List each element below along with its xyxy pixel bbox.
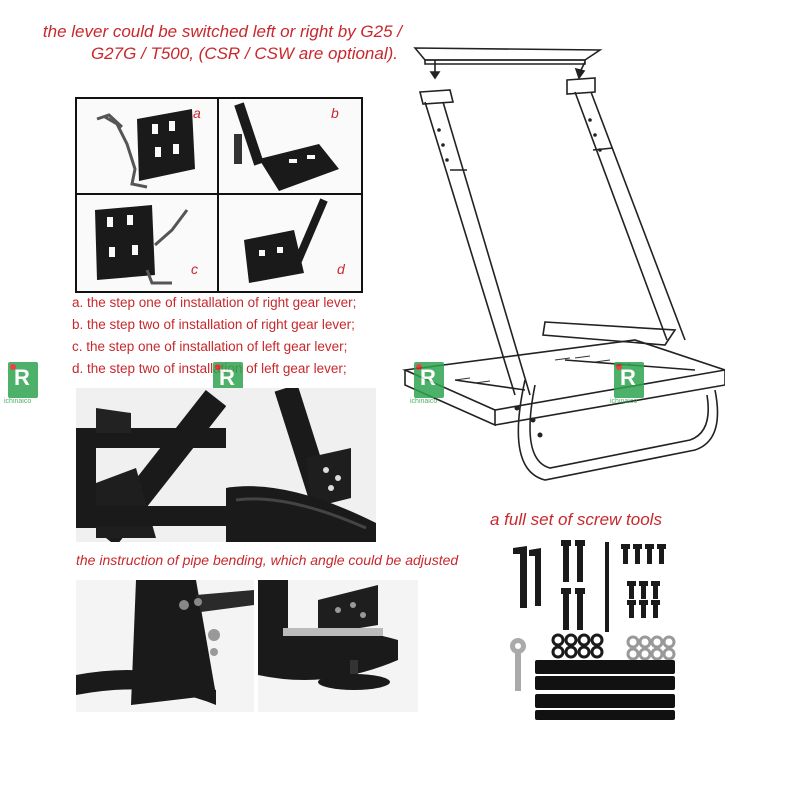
adjust-angle-photo-1-image: [76, 580, 254, 712]
panel-d-illustration: [244, 198, 328, 283]
panel-c-label: c: [191, 261, 198, 277]
panel-d-label: d: [337, 261, 345, 277]
pipe-bending-caption: the instruction of pipe bending, which a…: [76, 552, 459, 568]
adjust-angle-photo-2-image: [258, 580, 418, 712]
step-c: c. the step one of installation of left …: [72, 339, 348, 354]
panel-a: a: [77, 99, 217, 193]
adjust-angle-photo-1: [76, 580, 254, 712]
panel-b: b: [219, 99, 361, 193]
panel-d: d: [219, 195, 361, 291]
gear-lever-install-grid: a b c d: [75, 97, 363, 293]
stand-line-drawing: [402, 47, 725, 481]
screw-tools-caption: a full set of screw tools: [490, 510, 662, 529]
panel-b-label: b: [331, 105, 339, 121]
header-line-1: the lever could be switched left or righ…: [42, 22, 402, 41]
pipe-bend-photo-1: [76, 388, 226, 542]
panel-b-illustration: [234, 102, 339, 191]
step-a: a. the step one of installation of right…: [72, 295, 357, 310]
installation-steps: a. the step one of installation of right…: [72, 292, 356, 380]
header-line-2: G27G / T500, (CSR / CSW are optional).: [90, 44, 398, 63]
pipe-bend-photo-2-image: [226, 388, 376, 542]
pipe-bend-photo-1-image: [76, 388, 226, 542]
pipe-bend-photo-2: [226, 388, 376, 542]
panel-a-illustration: [96, 109, 195, 189]
screw-tools-illustration: [510, 540, 676, 720]
panel-c-illustration: [95, 205, 189, 285]
step-d: d. the step two of installation of left …: [72, 361, 347, 376]
panel-c: c: [77, 195, 217, 291]
panel-a-label: a: [193, 105, 201, 121]
adjust-angle-photo-2: [258, 580, 418, 712]
step-b: b. the step two of installation of right…: [72, 317, 355, 332]
